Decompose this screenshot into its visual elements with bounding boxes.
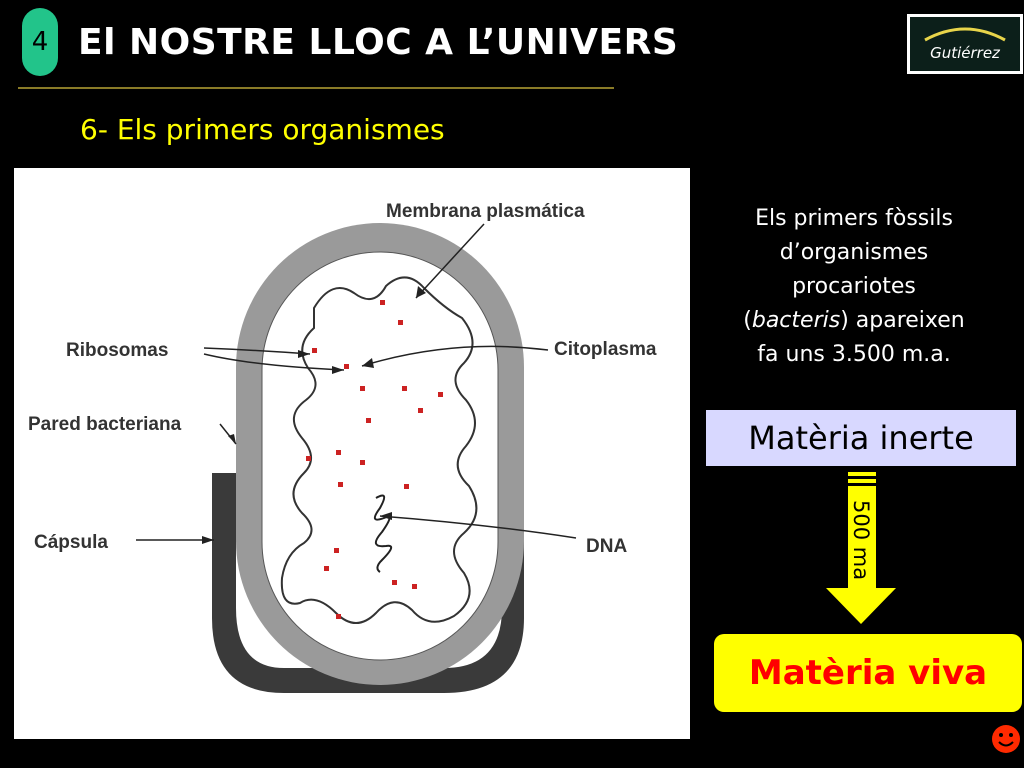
fossil-line-3: procariotes <box>792 274 916 299</box>
fossil-italic-bacteris: bacteris <box>751 308 841 333</box>
materia-inerte-box: Matèria inerte <box>706 410 1016 466</box>
slide-title: El NOSTRE LLOC A L’UNIVERS <box>78 22 679 63</box>
fossil-line-5: fa uns 3.500 m.a. <box>757 342 951 367</box>
fossil-paren-open: ( <box>743 308 752 333</box>
time-arrow: 500 ma <box>826 472 896 624</box>
bacteria-diagram: Membrana plasmática Ribosomas Citoplasma… <box>14 168 690 739</box>
slide-subtitle: 6- Els primers organismes <box>80 113 445 146</box>
title-underline <box>18 87 614 89</box>
label-ribosomas: Ribosomas <box>66 340 168 361</box>
fossil-line-2: d’organismes <box>779 240 929 265</box>
label-dna: DNA <box>586 536 627 557</box>
fossil-after-italic: ) apareixen <box>840 308 965 333</box>
dna-strand <box>373 494 393 573</box>
label-pared: Pared bacteriana <box>28 414 182 435</box>
arrow-label: 500 ma <box>849 500 873 580</box>
smiley-icon[interactable] <box>990 723 1022 755</box>
fossil-line-1: Els primers fòssils <box>755 206 953 231</box>
slide-number-badge: 4 <box>22 8 58 76</box>
plasma-membrane <box>261 251 499 661</box>
fossil-line-4: (bacteris) apareixen <box>702 304 1006 338</box>
logo-text: Gutiérrez <box>930 44 1001 62</box>
ribosome-dots <box>306 300 443 619</box>
materia-viva-box: Matèria viva <box>714 634 1022 712</box>
cytoplasm-outline <box>280 276 478 624</box>
capsule-shape <box>212 473 524 693</box>
label-membrana: Membrana plasmática <box>386 201 585 222</box>
label-citoplasma: Citoplasma <box>554 339 657 360</box>
label-capsula: Cápsula <box>34 532 108 553</box>
gutierrez-logo: Gutiérrez <box>907 14 1023 74</box>
fossil-description: Els primers fòssils d’organismes procari… <box>702 202 1006 372</box>
